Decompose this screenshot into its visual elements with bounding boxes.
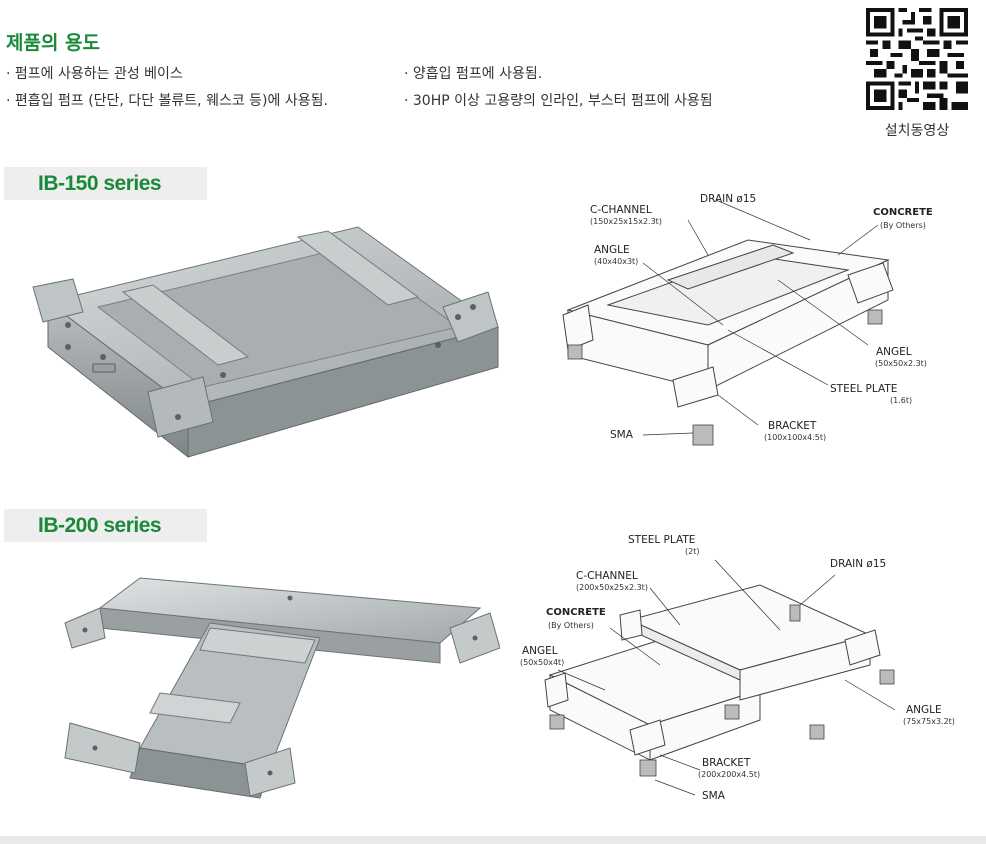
ib150-diagram: [562, 199, 894, 446]
usage-bullet-1: · 펌프에 사용하는 관성 베이스: [6, 66, 183, 82]
ib200-diagram: [544, 559, 896, 796]
usage-bullet-3: · 양흡입 펌프에 사용됨.: [404, 66, 543, 82]
ib150-label-sma: SMA: [610, 429, 633, 441]
ib150-label-c-channel-spec: (150x25x15x2.3t): [590, 217, 662, 226]
ib150-label-concrete: CONCRETE: [873, 207, 933, 218]
ib150-label-drain: DRAIN ø15: [700, 193, 757, 205]
ib200-label-steel-plate-spec: (2t): [685, 547, 700, 556]
series-heading-ib200: IB-200 series: [4, 509, 207, 542]
usage-bullet-4: · 30HP 이상 고용량의 인라인, 부스터 펌프에 사용됨: [404, 93, 713, 109]
ib200-label-bracket: BRACKET: [702, 757, 751, 769]
ib200-label-angle: ANGLE: [906, 704, 942, 716]
ib200-label-sma: SMA: [702, 790, 725, 802]
footer-bar: [0, 836, 986, 844]
ib200-label-angel-spec: (50x50x4t): [520, 658, 565, 667]
page-title: 제품의 용도: [6, 32, 101, 54]
ib200-product-photo: [64, 577, 500, 799]
ib200-label-drain: DRAIN ø15: [830, 558, 887, 570]
ib200-label-steel-plate: STEEL PLATE: [628, 534, 696, 546]
ib150-label-angel-spec: (50x50x2.3t): [875, 359, 927, 368]
ib200-label-angle-spec: (75x75x3.2t): [903, 717, 955, 726]
ib150-label-bracket-spec: (100x100x4.5t): [764, 433, 827, 442]
ib150-label-steel-plate-spec: (1.6t): [890, 396, 913, 405]
ib150-label-steel-plate: STEEL PLATE: [830, 383, 898, 395]
ib200-label-angel: ANGEL: [522, 645, 558, 657]
ib150-label-concrete-spec: (By Others): [880, 221, 926, 230]
usage-bullet-2: · 편흡입 펌프 (단단, 다단 볼류트, 웨스코 등)에 사용됨.: [6, 93, 328, 109]
ib150-product-photo: [32, 226, 500, 459]
ib200-label-bracket-spec: (200x200x4.5t): [698, 770, 761, 779]
qr-code-icon[interactable]: [866, 8, 968, 110]
qr-caption: 설치동영상: [884, 123, 950, 139]
ib150-label-angle: ANGLE: [594, 244, 630, 256]
ib200-label-c-channel: C-CHANNEL: [576, 570, 638, 582]
series-heading-ib150: IB-150 series: [4, 167, 207, 200]
ib150-label-angle-spec: (40x40x3t): [594, 257, 639, 266]
ib150-label-bracket: BRACKET: [768, 420, 817, 432]
ib150-label-angel: ANGEL: [876, 346, 912, 358]
ib200-label-concrete: CONCRETE: [546, 607, 606, 618]
ib150-label-c-channel: C-CHANNEL: [590, 204, 652, 216]
ib200-label-c-channel-spec: (200x50x25x2.3t): [576, 583, 648, 592]
ib200-label-concrete-spec: (By Others): [548, 621, 594, 630]
